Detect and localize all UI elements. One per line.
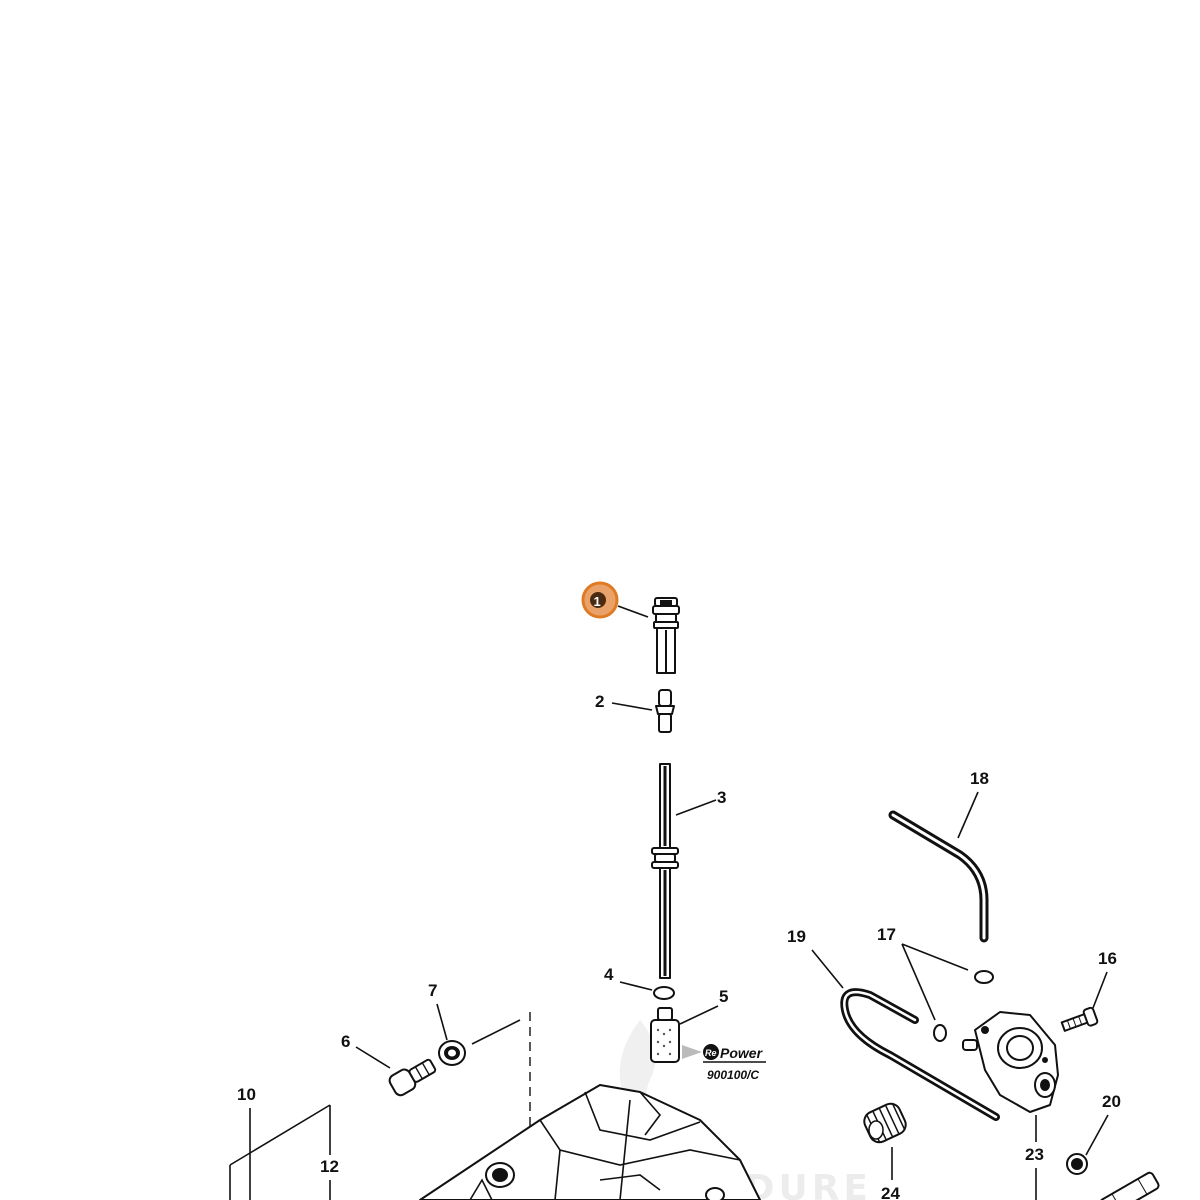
brand-suffix: Power: [720, 1045, 764, 1061]
callout-7-label: 7: [428, 981, 437, 1000]
part-16-screw[interactable]: [1060, 1006, 1099, 1035]
leader-line-18: [957, 791, 979, 839]
leader-bracket-10: [229, 1104, 331, 1200]
part-1-hose-fitting[interactable]: [652, 597, 680, 674]
part-7-grommet[interactable]: [438, 1040, 466, 1066]
callout-1-highlight[interactable]: 1: [581, 581, 619, 619]
arrow-icon: [682, 1045, 702, 1059]
leader-line-5: [679, 1005, 719, 1025]
leader-line-17: [901, 943, 969, 1021]
callout-1-label: 1: [594, 594, 601, 609]
part-18-oil-hose[interactable]: [888, 810, 989, 943]
leader-line-19: [811, 949, 844, 989]
part-17-o-ring-a[interactable]: [974, 970, 994, 984]
leader-line-6: [355, 1046, 391, 1069]
part-20-seal-and-pin[interactable]: [1066, 1153, 1160, 1200]
callout-2-label: 2: [595, 692, 604, 711]
callout-16-label: 16: [1098, 949, 1117, 968]
leader-line-7: [436, 1003, 448, 1041]
callout-18-label: 18: [970, 769, 989, 788]
part-19-return-hose[interactable]: [840, 988, 1000, 1121]
part-24-worm-gear[interactable]: [861, 1100, 909, 1145]
leader-line-16: [1092, 971, 1108, 1009]
repower-badge: Re Power 900100/C: [682, 1044, 766, 1082]
callout-17-label: 17: [877, 925, 896, 944]
callout-12-label: 12: [320, 1157, 339, 1176]
callout-20-label: 20: [1102, 1092, 1121, 1111]
leader-line-2: [611, 702, 653, 711]
crankcase-housing[interactable]: [419, 1084, 761, 1200]
callout-3-label: 3: [717, 788, 726, 807]
leader-line-4: [619, 981, 653, 991]
callout-4-label: 4: [604, 965, 614, 984]
leader-line-3: [675, 799, 717, 816]
brand-prefix: Re: [705, 1048, 717, 1058]
repower-logo-icon: [703, 1044, 719, 1060]
callout-6-label: 6: [341, 1032, 350, 1051]
part-5-pickup-body[interactable]: [650, 1007, 680, 1063]
oil-pump-body[interactable]: [962, 1011, 1059, 1113]
brand-code: 900100/C: [707, 1068, 759, 1082]
part-4-o-ring[interactable]: [653, 986, 675, 1000]
callout-5-label: 5: [719, 987, 728, 1006]
leader-line-20: [1085, 1114, 1109, 1156]
part-3-suction-hose[interactable]: [651, 763, 679, 979]
callout-24-label: 24: [881, 1184, 900, 1200]
leader-line-7b: [471, 1019, 521, 1045]
part-6-adjusting-screw[interactable]: [387, 1055, 438, 1097]
callout-19-label: 19: [787, 927, 806, 946]
callout-23-label: 23: [1025, 1145, 1044, 1164]
callout-10-label: 10: [237, 1085, 256, 1104]
leader-line-1: [617, 605, 649, 618]
part-17-o-ring-b[interactable]: [933, 1024, 947, 1042]
part-2-connector-nipple[interactable]: [655, 689, 675, 733]
